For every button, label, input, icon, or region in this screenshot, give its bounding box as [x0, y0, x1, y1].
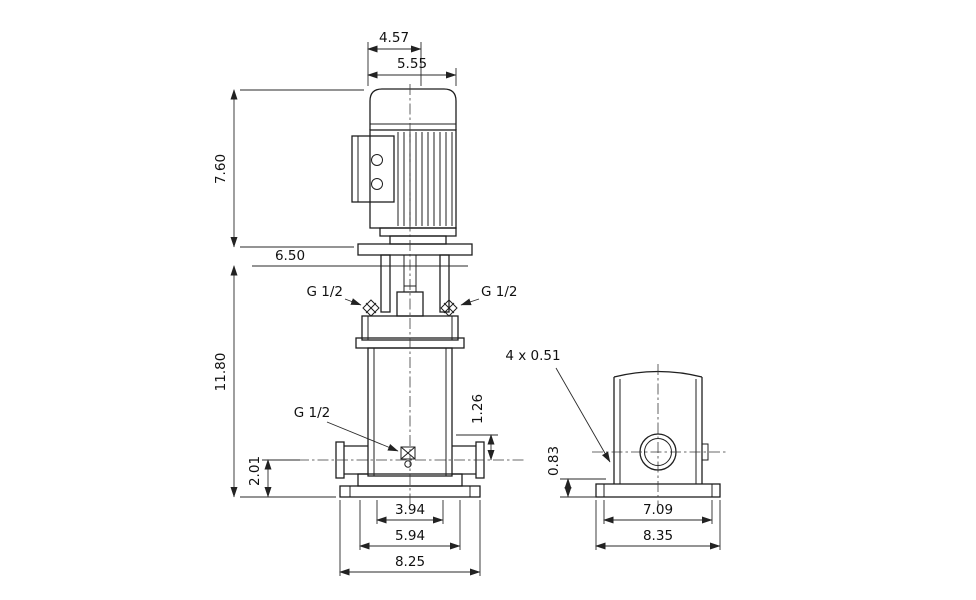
dim-label-top-outer: 5.55 [397, 56, 427, 72]
ports [335, 441, 485, 479]
motor-stool-flange [357, 243, 473, 256]
side-dimensions: 4 x 0.51 0.83 7.09 8.35 [505, 348, 721, 550]
dim-label-side-base-inner: 7.09 [643, 502, 673, 518]
bolt-holes-label: 4 x 0.51 [505, 348, 560, 364]
motor [351, 88, 473, 256]
dim-label-plug-offset: 1.26 [470, 394, 486, 424]
front-view [298, 84, 524, 506]
dim-label-top-inner: 4.57 [379, 30, 409, 46]
leader-line [344, 298, 362, 306]
cable-entry-top [371, 154, 383, 166]
dim-label-pump-height: 11.80 [213, 353, 229, 392]
dim-label-base-inner: 3.94 [395, 502, 425, 518]
motor-body [369, 129, 457, 229]
side-boss [701, 443, 709, 461]
leader-line [460, 298, 480, 306]
dim-label-port-to-base: 0.83 [546, 446, 562, 476]
dim-label-side-base-outer: 8.35 [643, 528, 673, 544]
leader-line [326, 421, 399, 452]
dim-label-base-outer: 8.25 [395, 554, 425, 570]
drain-label: G 1/2 [294, 405, 330, 421]
port-label-right: G 1/2 [481, 284, 517, 300]
motor-flange-step1 [379, 227, 457, 237]
leader-line [555, 367, 611, 463]
front-dimensions: 4.57 5.55 7.60 6.50 11.80 2.01 G 1/2 G 1… [213, 30, 517, 576]
dim-label-port-centerline: 2.01 [247, 456, 263, 486]
drain-plug [400, 446, 416, 468]
motor-flange-step2 [389, 235, 447, 245]
cable-entry-bottom [371, 178, 383, 190]
port-label-left: G 1/2 [307, 284, 343, 300]
fan-cover [369, 88, 457, 130]
dim-label-motor-height: 7.60 [213, 154, 229, 184]
dim-label-clearance: 6.50 [275, 248, 305, 264]
side-view [592, 364, 726, 506]
coupling-guard-left [380, 254, 391, 313]
motor-fins [397, 132, 453, 226]
terminal-box [351, 135, 395, 203]
dim-label-base-mid: 5.94 [395, 528, 425, 544]
vent-plug-left [362, 299, 380, 317]
